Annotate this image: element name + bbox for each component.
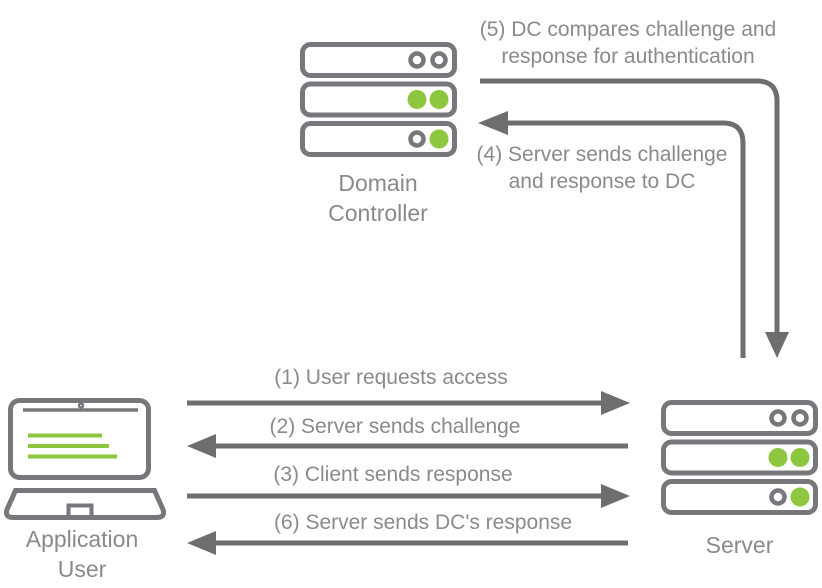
led-off-icon [769, 409, 787, 427]
message-label-4-line1: (4) Server sends challenge [476, 143, 728, 166]
arrow-6-head-icon [187, 531, 216, 555]
domain-controller-label-line1: Domain [338, 170, 418, 196]
arrow-1-head-icon [601, 391, 630, 415]
message-label-3: (3) Client sends response [266, 461, 520, 488]
led-off-icon [430, 51, 448, 69]
message-label-1: (1) User requests access [262, 364, 520, 391]
webcam-icon [77, 402, 85, 409]
message-label-6: (6) Server sends DC's response [264, 509, 582, 536]
arrow-2-head-icon [187, 434, 216, 458]
led-on-icon [768, 448, 788, 467]
message-label-6-text: (6) Server sends DC's response [273, 511, 573, 534]
application-user-label-line2: User [57, 556, 107, 582]
led-on-icon [429, 129, 449, 149]
server-rack-icon [661, 400, 818, 515]
message-label-5: (5) DC compares challenge and response f… [471, 16, 785, 70]
message-label-2: (2) Server sends challenge [262, 413, 528, 440]
message-label-4-line2: and response to DC [508, 170, 696, 193]
domain-controller-label: Domain Controller [298, 168, 458, 228]
message-label-3-text: (3) Client sends response [273, 463, 513, 486]
message-label-4: (4) Server sends challenge and response … [467, 141, 737, 195]
led-off-icon [769, 488, 787, 506]
server-rack-icon [300, 42, 457, 157]
message-label-5-line2: response for authentication [501, 45, 755, 68]
arrow-4-head-icon [478, 111, 508, 135]
laptop-base [3, 488, 167, 520]
arrow-5-head-icon [765, 332, 789, 358]
arrow-5-line [480, 78, 780, 332]
touchpad [66, 503, 94, 520]
message-label-1-text: (1) User requests access [274, 366, 508, 389]
laptop-icon [3, 398, 167, 520]
message-label-2-text: (2) Server sends challenge [269, 415, 521, 438]
led-on-icon [429, 90, 449, 109]
arrow-3-head-icon [601, 484, 630, 508]
server-label-text: Server [705, 532, 774, 558]
led-off-icon [408, 130, 426, 148]
led-off-icon [408, 51, 426, 69]
laptop-screen [8, 398, 151, 480]
server-label: Server [661, 530, 818, 560]
application-user-label-line1: Application [25, 526, 139, 552]
led-off-icon [791, 409, 809, 427]
led-on-icon [407, 90, 427, 109]
arrow-4-line [508, 120, 746, 358]
application-user-label: Application User [0, 524, 164, 584]
led-on-icon [790, 487, 810, 507]
domain-controller-label-line2: Controller [328, 200, 428, 226]
message-label-5-line1: (5) DC compares challenge and [479, 18, 777, 41]
led-on-icon [790, 448, 810, 467]
